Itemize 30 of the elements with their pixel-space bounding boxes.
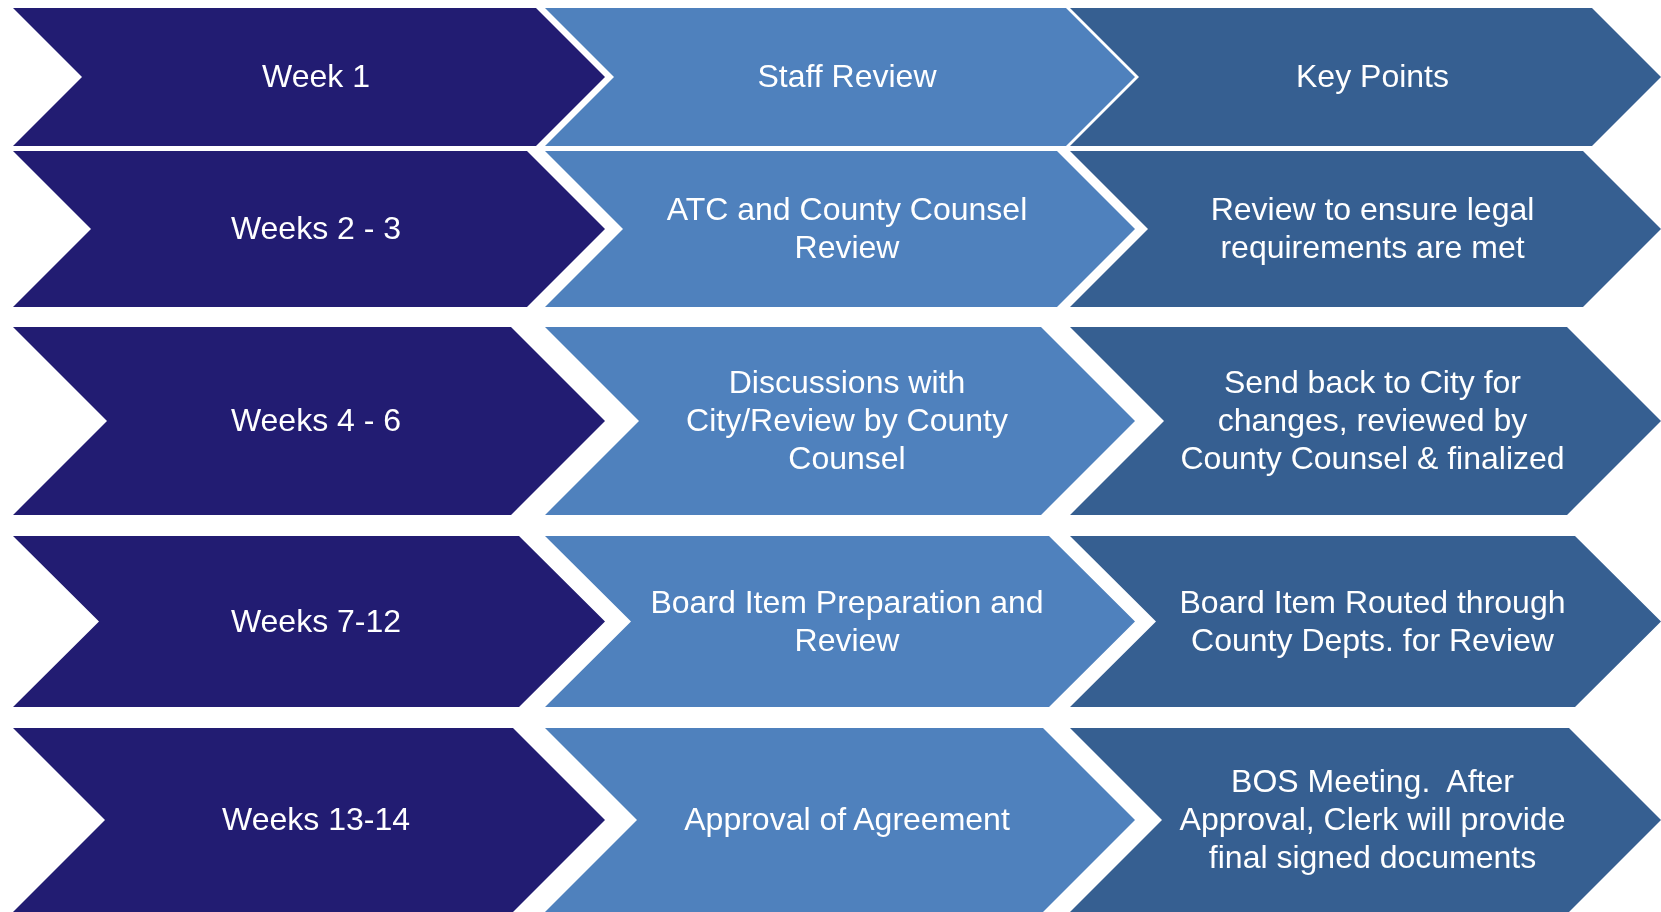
chevron-banner <box>545 536 1135 707</box>
chevron-banner <box>545 327 1135 515</box>
chevron-label: Send back to City for changes, reviewed by County Counsel & finalized <box>1179 364 1566 478</box>
chevron-label: Review to ensure legal requirements are met <box>1209 191 1536 267</box>
chevron-label: Weeks 13-14 <box>222 801 410 839</box>
chevron-banner <box>1070 151 1661 307</box>
chevron-banner <box>545 8 1135 146</box>
chevron-banner <box>545 728 1135 912</box>
chevron-banner <box>13 8 605 146</box>
chevron-banner <box>1070 8 1661 146</box>
chevron-label: BOS Meeting. After Approval, Clerk will provide final signed documents <box>1178 763 1567 877</box>
chevron-banner <box>1070 327 1661 515</box>
chevron-label: Weeks 4 - 6 <box>230 402 402 440</box>
chevron-banner <box>545 151 1135 307</box>
chevron-banner <box>13 728 605 912</box>
chevron-banner <box>13 327 605 515</box>
chevron-banner <box>1070 728 1661 912</box>
chevron-label: Staff Review <box>757 58 937 96</box>
chevron-label: Weeks 2 - 3 <box>230 210 402 248</box>
chevron-label: Weeks 7-12 <box>230 602 402 641</box>
chevron-label: Discussions with City/Review by County Counsel <box>685 364 1009 478</box>
chevron-banner <box>13 151 605 307</box>
chevron-label: Board Item Routed through County Depts. for Review <box>1178 583 1567 660</box>
chevron-banner <box>13 536 605 707</box>
chevron-label: ATC and County Counsel Review <box>665 191 1029 267</box>
chevron-label: Board Item Preparation and Review <box>649 583 1045 660</box>
chevron-label: Approval of Agreement <box>684 801 1010 839</box>
chevron-label: Key Points <box>1296 58 1449 96</box>
chevron-label: Week 1 <box>262 58 370 96</box>
chevron-banner <box>1070 536 1661 707</box>
